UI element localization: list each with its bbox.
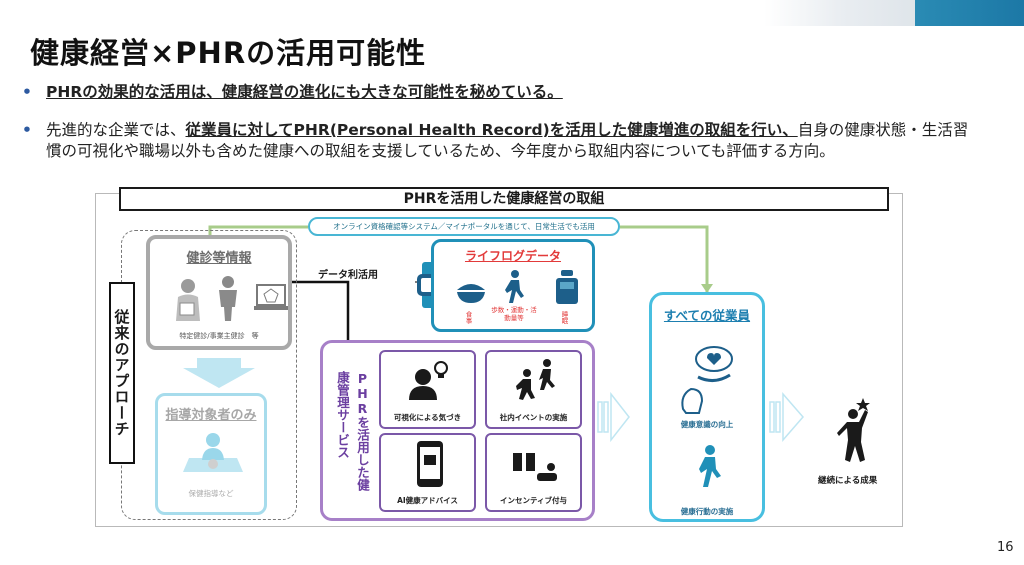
service-item-label: AI健康アドバイス — [397, 496, 458, 505]
service-item-ai-advice: AI健康アドバイス — [379, 433, 476, 512]
data-use-label: データ利活用 — [318, 270, 378, 281]
thinking-head-icon — [681, 387, 704, 414]
guidance-target-sub: 保健指導など — [188, 489, 234, 498]
green-arrowhead — [701, 284, 713, 293]
guidance-target-box: 指導対象者のみ 保健指導など — [155, 393, 267, 515]
online-usage-bar: オンライン資格確認等システム／マイナポータルを通じて、日常生活でも活用 — [308, 217, 620, 236]
bullet-1: • PHRの効果的な活用は、健康経営の進化にも大きな可能性を秘めている。 — [22, 82, 976, 103]
bullet-2-text-underline: 従業員に対してPHR(Personal Health Record)を活用した健… — [185, 121, 798, 139]
service-item-label: インセンティブ付与 — [499, 496, 568, 505]
counselor-icon — [183, 433, 243, 472]
lifelog-sleep-label: 睡眠 — [560, 310, 568, 324]
doctor-icon — [176, 279, 200, 321]
conventional-approach-label: 従来のアプローチ — [109, 282, 135, 464]
lifelog-meal-label: 食事 — [464, 310, 472, 324]
walking-employee-icon — [699, 445, 721, 487]
service-item-label: 社内イベントの実施 — [499, 413, 568, 422]
lightbulb-person-icon — [409, 361, 448, 400]
service-item-incentive: インセンティブ付与 — [485, 433, 582, 512]
person-icon — [219, 276, 237, 321]
checkup-info-heading: 健診等情報 — [186, 251, 252, 266]
bullet-marker: • — [22, 83, 32, 101]
all-employees-heading: すべての従業員 — [663, 308, 751, 323]
service-item-visualization: 可視化による気づき — [379, 350, 476, 429]
smartphone-icon — [417, 441, 443, 487]
checkup-info-box: 健診等情報 特定健診/事業主健診 等 — [146, 235, 292, 350]
service-item-event: 社内イベントの実施 — [485, 350, 582, 429]
wide-arrow-2 — [769, 391, 804, 443]
sleep-bed-icon — [556, 270, 578, 304]
bullet-1-text: PHRの効果的な活用は、健康経営の進化にも大きな可能性を秘めている。 — [46, 83, 563, 101]
diagram-title: PHRを活用した健康経営の取組 — [119, 187, 889, 211]
all-employees-box: すべての従業員 健康意識の向上 健康行動の実施 — [649, 292, 765, 522]
employee-awareness-label: 健康意識の向上 — [680, 420, 734, 429]
green-connector-right — [620, 225, 709, 292]
bullet-2-text-post: 自身の健康状態・生活習慣の可視化や職場以外も含めた健康への取組を支援しているため… — [46, 121, 969, 160]
slide-title: 健康経営×PHRの活用可能性 — [30, 36, 427, 70]
down-arrow-icon — [183, 358, 255, 388]
employee-action-label: 健康行動の実施 — [680, 507, 734, 516]
bullet-2-text-pre: 先進的な企業では、 — [46, 121, 186, 139]
phr-service-vertical-title: PHRを活用した健康管理サービス — [335, 371, 370, 491]
gift-icon — [513, 451, 557, 481]
walking-icon — [505, 270, 524, 303]
lifelog-data-box: ライフログデータ 食事 歩数・運動・活動量等 睡眠 — [431, 239, 595, 332]
checkup-info-sub: 特定健診/事業主健診 等 — [179, 332, 259, 340]
lifelog-steps-label: 歩数・運動・活動量等 — [491, 306, 537, 322]
data-use-arrow — [280, 280, 350, 357]
guidance-target-heading: 指導対象者のみ — [165, 408, 257, 423]
page-number: 16 — [997, 540, 1014, 555]
heart-hand-icon — [695, 346, 733, 382]
laptop-chart-icon — [254, 284, 288, 310]
service-item-label: 可視化による気づき — [393, 413, 462, 422]
wide-arrow-1 — [597, 391, 630, 443]
corner-accent-bar — [764, 0, 1024, 26]
celebrating-person-icon — [837, 398, 870, 462]
lifelog-heading: ライフログデータ — [464, 249, 561, 263]
bullet-marker: • — [22, 121, 32, 139]
bullet-2: • 先進的な企業では、従業員に対してPHR(Personal Health Re… — [22, 120, 981, 162]
meal-bowl-icon — [457, 284, 485, 303]
group-running-icon — [516, 359, 555, 400]
result-label: 継続による成果 — [818, 476, 878, 486]
